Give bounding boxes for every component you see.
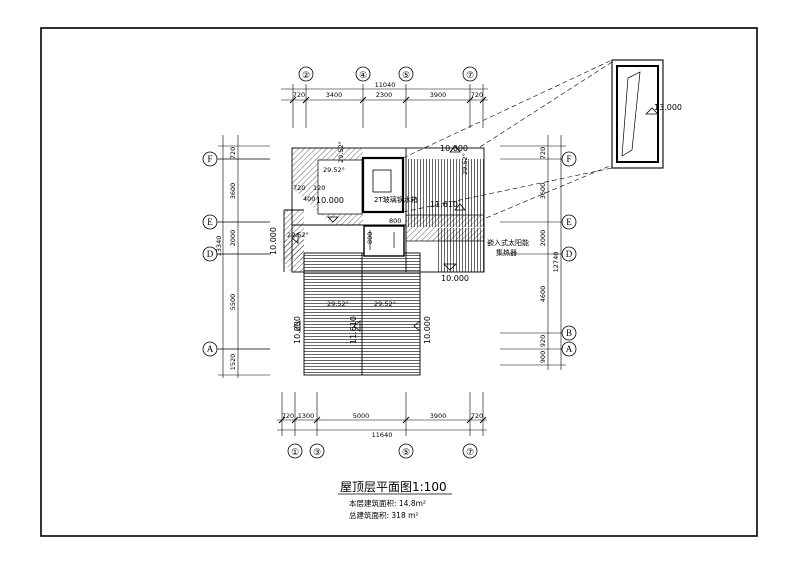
left-total-dim: 13340 [215,236,223,257]
axis-right-E: E [566,217,572,227]
level-south-left: 10.000 [293,316,302,344]
top-dim-2: 3400 [326,91,343,99]
axis-leaders [217,158,270,350]
level-markers [291,145,466,332]
floor-area-note: 本层建筑面积: 14.8m² [349,498,426,508]
roof-plane-sw [304,253,362,375]
slope-5: 29.52° [327,300,349,308]
top-total-dim: 11040 [375,81,396,89]
bottom-dim-4: 3900 [430,412,447,420]
dimension-ticks [278,96,487,424]
left-dim-3: 2000 [229,230,237,247]
level-south-right: 10.000 [423,316,432,344]
left-dim-5: 1520 [229,354,237,371]
axis-top-1: ② [302,70,310,80]
solar-label-1: 嵌入式太阳能 [487,238,529,247]
roof-plane-se [362,253,420,375]
solar-collector-panel [405,214,485,242]
level-roof-top: 13.000 [654,103,682,112]
drawing-title: 屋顶层平面图1:100 [340,480,447,494]
dim-120: 120 [313,184,325,192]
level-ridge-right: 11.610 [430,200,458,209]
axis-right-F: F [566,154,571,164]
left-dim-1: 720 [229,147,237,159]
right-dim-1: 720 [539,147,547,159]
axis-bottom-4: ⑦ [466,447,474,457]
axis-left-D: D [207,249,214,259]
top-dim-5: 720 [471,91,483,99]
axis-top-4: ⑦ [466,70,474,80]
dim-800-a: 800 [389,217,401,225]
water-tank-label: 2T玻璃钢水箱 [374,195,418,204]
slope-1: 29.52° [323,166,345,174]
axis-top-3: ⑤ [402,70,410,80]
tank-room-walls [361,156,405,214]
level-lower-right: 10.000 [441,274,469,283]
right-dim-2: 3600 [539,183,547,200]
roof-outlines [283,147,485,376]
bottom-total-dim: 11640 [372,431,393,439]
water-tank [372,169,392,193]
level-south-ridge: 11.610 [349,316,358,344]
axis-left-A: A [207,344,214,354]
top-dim-3: 2300 [376,91,393,99]
right-dim-4: 4600 [539,286,547,303]
roof-flat-zone [317,159,363,215]
level-eave-ne: 10.000 [440,144,468,153]
axis-right-B: B [566,328,572,338]
right-dim-6: 900 [539,351,547,363]
tank-detail-box [611,59,664,169]
axis-top-2: ④ [359,70,367,80]
solar-label-2: 集热器 [496,248,517,257]
right-dim-3: 2000 [539,230,547,247]
bottom-dim-3: 5000 [353,412,370,420]
detail-projection-lines [402,59,613,219]
slope-6: 29.52° [374,300,396,308]
top-dim-4: 3900 [430,91,447,99]
left-dim-4: 5500 [229,294,237,311]
axis-left-E: E [207,217,213,227]
stair-opening [363,225,405,257]
level-left-roof: 10.000 [269,227,278,255]
dimension-lines [218,84,566,436]
slope-2: 29.52° [337,141,345,163]
axis-bottom-2: ③ [313,447,321,457]
slope-4: 29.52° [287,231,309,239]
axis-right-D: D [566,249,573,259]
dim-400: 400 [303,195,315,203]
bottom-dim-2: 1300 [298,412,315,420]
sheet-border [40,27,758,537]
axis-left-F: F [207,154,212,164]
axis-bottom-1: ① [291,447,299,457]
level-tank-room: 10.000 [316,196,344,205]
top-dim-1: 720 [293,91,305,99]
slope-3: 29.52° [461,153,469,175]
bottom-dim-5: 720 [471,412,483,420]
axis-bubbles [202,66,577,459]
axis-right-A: A [566,344,573,354]
dim-800-b: 800 [366,232,374,244]
right-total-dim: 12740 [552,252,560,273]
dim-720: 720 [293,184,305,192]
roof-plane-w-lower [284,240,304,272]
axis-bottom-3: ⑤ [402,447,410,457]
bottom-dim-1: 720 [282,412,294,420]
total-area-note: 总建筑面积: 318 m² [349,510,418,520]
right-dim-5: 920 [539,335,547,347]
left-dim-2: 3600 [229,183,237,200]
